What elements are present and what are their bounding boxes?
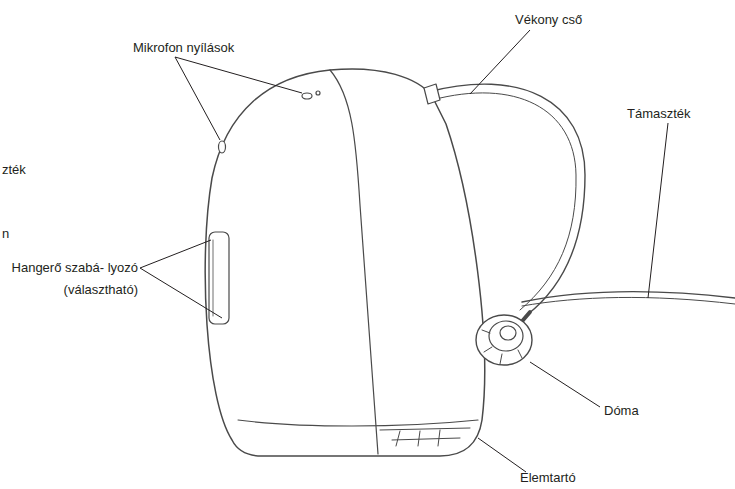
leader-line: [470, 30, 530, 94]
tube-joint: [424, 84, 440, 104]
battery-door: [380, 428, 470, 446]
cut-off-text: n: [2, 226, 9, 241]
bottom-edge: [238, 420, 478, 426]
part-label: Dóma: [604, 403, 639, 418]
leader-line: [140, 268, 222, 318]
part-label: Hangerő szabá- lyozó (választható): [2, 257, 138, 301]
leader-line: [478, 438, 526, 472]
dome-ring: [489, 321, 523, 351]
microphone-opening: [316, 91, 320, 95]
cut-off-text: zték: [2, 162, 26, 177]
part-label: Vékony cső: [515, 12, 582, 27]
microphone-opening: [302, 93, 312, 99]
leader-line: [175, 57, 220, 140]
dome-ring: [500, 326, 516, 340]
part-label: Mikrofon nyílások: [133, 40, 234, 55]
leader-line: [140, 240, 211, 268]
leader-line: [530, 362, 600, 407]
hearing-aid-body: [205, 69, 484, 456]
support-wire-edge: [522, 297, 735, 306]
leader-line: [175, 57, 302, 93]
microphone-opening: [219, 141, 226, 153]
dome: [476, 315, 532, 365]
part-label: Támaszték: [627, 106, 691, 121]
volume-control-detail: [213, 240, 214, 316]
body-ridge: [330, 70, 378, 454]
leader-line: [648, 123, 668, 298]
part-label: Elemtartó: [520, 470, 576, 485]
volume-control: [209, 232, 229, 324]
dome-slits: [482, 330, 522, 364]
